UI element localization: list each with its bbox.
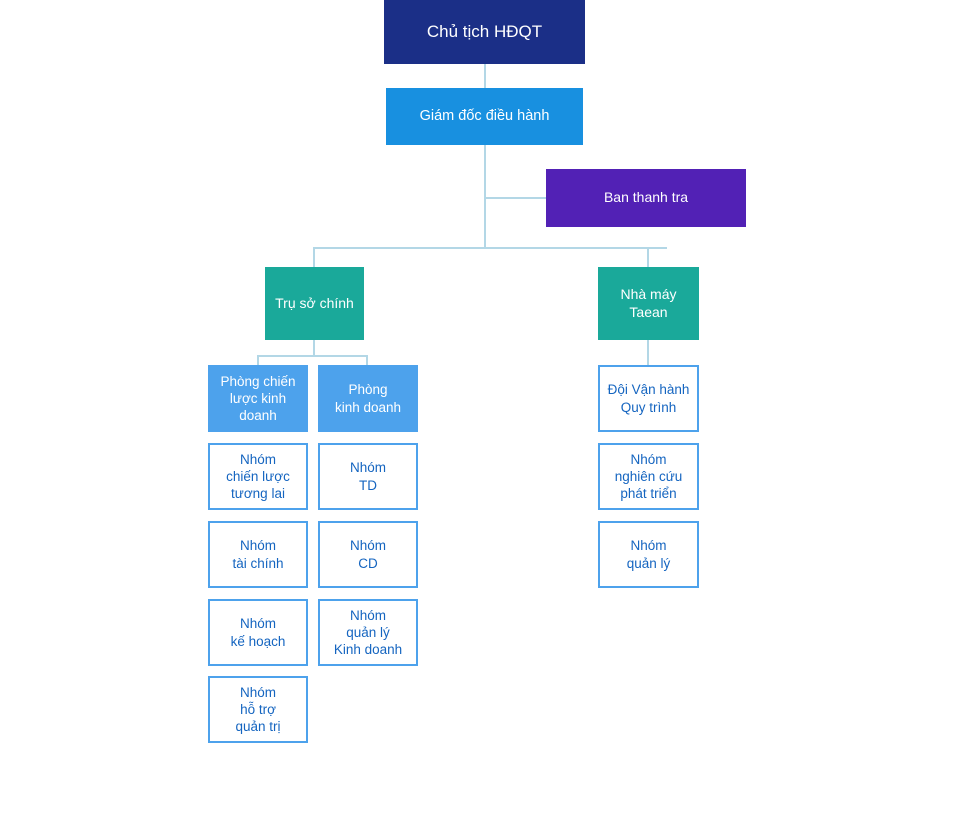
node-headquarters-label: Trụ sở chính bbox=[275, 294, 354, 311]
connector-ceo-audit bbox=[484, 197, 546, 199]
node-dept-business[interactable]: Phòng kinh doanh bbox=[318, 365, 418, 432]
connector-bar-factory bbox=[647, 247, 649, 267]
node-dept-business-strategy[interactable]: Phòng chiến lược kinh doanh bbox=[208, 365, 308, 432]
connector-bar-headquarters bbox=[313, 247, 315, 267]
node-ceo-label: Giám đốc điều hành bbox=[419, 108, 550, 125]
node-team-finance[interactable]: Nhóm tài chính bbox=[208, 521, 308, 588]
node-audit-board[interactable]: Ban thanh tra bbox=[546, 169, 746, 227]
connector-distribution-bar bbox=[313, 247, 667, 249]
node-team-finance-label: Nhóm tài chính bbox=[232, 538, 284, 571]
node-team-rnd-label: Nhóm nghiên cứu phát triển bbox=[614, 451, 683, 502]
node-dept-business-label: Phòng kinh doanh bbox=[334, 382, 402, 415]
node-headquarters[interactable]: Trụ sở chính bbox=[265, 267, 364, 340]
node-factory-taean-label: Nhà máy Taean bbox=[620, 285, 677, 320]
node-team-cd[interactable]: Nhóm CD bbox=[318, 521, 418, 588]
node-team-business-management-label: Nhóm quản lý Kinh doanh bbox=[333, 607, 403, 658]
node-chairman[interactable]: Chủ tịch HĐQT bbox=[384, 0, 585, 64]
node-team-factory-management-label: Nhóm quản lý bbox=[626, 538, 671, 571]
node-factory-taean[interactable]: Nhà máy Taean bbox=[598, 267, 699, 340]
node-dept-business-strategy-label: Phòng chiến lược kinh doanh bbox=[220, 373, 296, 424]
connector-chairman-ceo bbox=[484, 64, 486, 88]
node-team-process-operations[interactable]: Đội Vận hành Quy trình bbox=[598, 365, 699, 432]
node-team-future-strategy-label: Nhóm chiến lược tương lai bbox=[226, 451, 290, 502]
node-team-admin-support[interactable]: Nhóm hỗ trợ quản trị bbox=[208, 676, 308, 743]
node-team-planning-label: Nhóm kế hoạch bbox=[230, 616, 286, 649]
node-chairman-label: Chủ tịch HĐQT bbox=[426, 22, 543, 42]
node-team-admin-support-label: Nhóm hỗ trợ quản trị bbox=[235, 684, 281, 735]
node-team-td[interactable]: Nhóm TD bbox=[318, 443, 418, 510]
node-team-factory-management[interactable]: Nhóm quản lý bbox=[598, 521, 699, 588]
node-audit-board-label: Ban thanh tra bbox=[603, 189, 689, 206]
connector-hq-stem bbox=[313, 340, 315, 356]
connector-hq-bar-right-drop bbox=[366, 355, 368, 365]
node-team-planning[interactable]: Nhóm kế hoạch bbox=[208, 599, 308, 666]
node-ceo[interactable]: Giám đốc điều hành bbox=[386, 88, 583, 145]
node-team-business-management[interactable]: Nhóm quản lý Kinh doanh bbox=[318, 599, 418, 666]
node-team-rnd[interactable]: Nhóm nghiên cứu phát triển bbox=[598, 443, 699, 510]
connector-hq-bar-left-drop bbox=[257, 355, 259, 365]
connector-factory-stem bbox=[647, 340, 649, 365]
node-team-cd-label: Nhóm CD bbox=[349, 538, 386, 571]
node-team-future-strategy[interactable]: Nhóm chiến lược tương lai bbox=[208, 443, 308, 510]
connector-hq-bar bbox=[257, 355, 368, 357]
node-team-process-operations-label: Đội Vận hành Quy trình bbox=[607, 382, 690, 415]
node-team-td-label: Nhóm TD bbox=[349, 460, 386, 493]
